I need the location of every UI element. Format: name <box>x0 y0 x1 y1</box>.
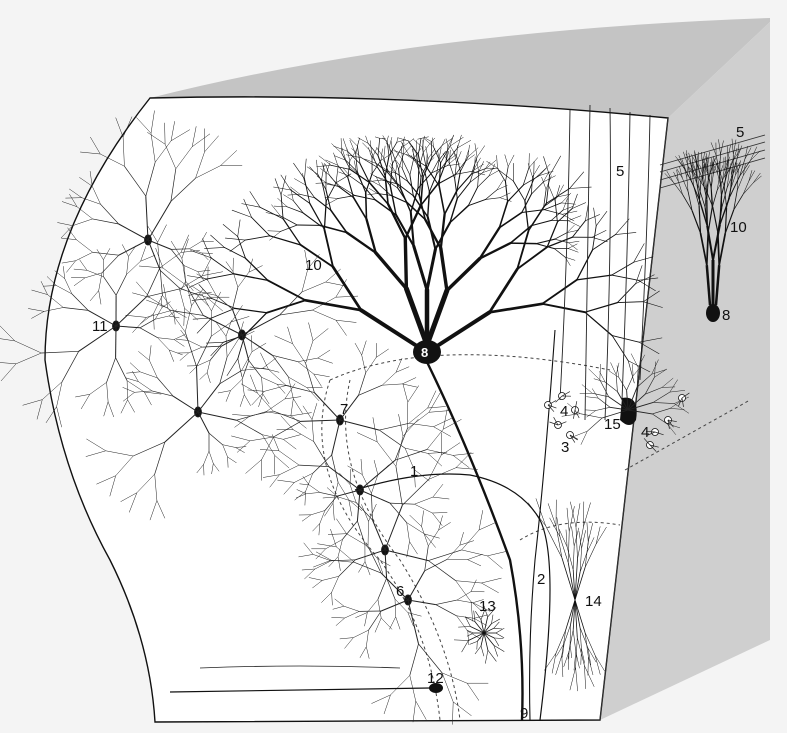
label-15: 15 <box>604 416 621 433</box>
side-purkinje-cell-body <box>706 304 720 322</box>
label-5b: 5 <box>736 124 744 141</box>
label-10b: 10 <box>730 219 747 236</box>
label-13: 13 <box>479 598 496 615</box>
label-10a: 10 <box>305 257 322 274</box>
label-1: 1 <box>410 463 418 480</box>
purkinje-dendrite <box>405 239 406 289</box>
label-12: 12 <box>427 670 444 687</box>
purkinje-dendrite <box>366 193 367 220</box>
label-4b: 4 <box>641 424 649 441</box>
label-11: 11 <box>92 318 108 335</box>
label-2: 2 <box>537 571 545 588</box>
label-6: 6 <box>396 583 404 600</box>
label-8a: 8 <box>421 345 428 360</box>
label-14: 14 <box>585 593 602 610</box>
label-3: 3 <box>561 439 569 456</box>
label-8b: 8 <box>722 307 730 324</box>
label-9: 9 <box>520 705 528 722</box>
label-5a: 5 <box>616 163 624 180</box>
purkinje-dendrite <box>510 243 536 244</box>
label-7: 7 <box>340 401 348 418</box>
label-4a: 4 <box>560 403 568 420</box>
